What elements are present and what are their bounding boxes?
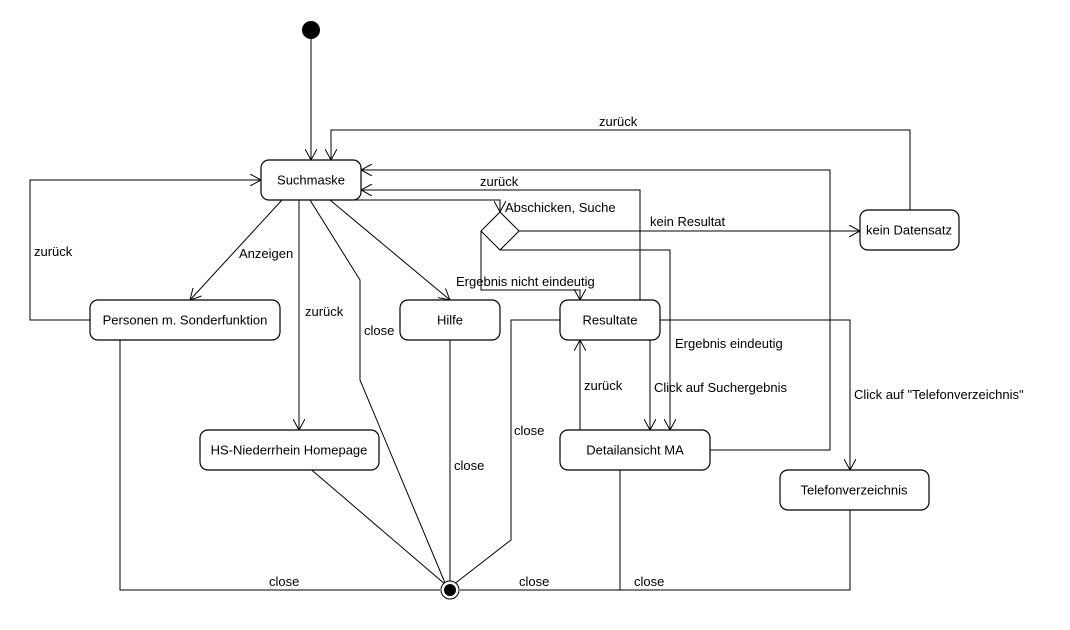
state-personen[interactable]: Personen m. Sonderfunktion [89, 299, 281, 341]
label-click-telefon: Click auf "Telefonverzeichnis" [854, 387, 1024, 402]
label-personen-close: close [269, 574, 299, 589]
edge-telefon-final [620, 510, 851, 591]
edge-suchmaske-final [309, 199, 449, 591]
edge-personen-final [119, 340, 440, 591]
label-resultate-close: close [514, 423, 544, 438]
edge-resultate-telefon [660, 319, 850, 470]
state-resultate[interactable]: Resultate [559, 299, 661, 341]
state-label: Suchmaske [277, 172, 345, 187]
label-click-suchergebnis: Click auf Suchergebnis [654, 380, 787, 395]
state-detailansicht[interactable]: Detailansicht MA [559, 429, 711, 471]
initial-node [302, 21, 320, 39]
label-abschicken-suche: Abschicken, Suche [505, 200, 616, 215]
state-label: Personen m. Sonderfunktion [103, 312, 268, 327]
label-telefon-close: close [634, 574, 664, 589]
state-suchmaske[interactable]: Suchmaske [260, 159, 362, 201]
label-keindatensatz-zurueck: zurück [599, 114, 638, 129]
decision-node [480, 211, 520, 251]
label-ergebnis-nicht-eindeutig: Ergebnis nicht eindeutig [456, 274, 595, 289]
edge-suchmaske-personen [190, 199, 283, 300]
state-hs-homepage[interactable]: HS-Niederrhein Homepage [199, 429, 380, 471]
label-anzeigen: Anzeigen [239, 246, 293, 261]
label-detail-close: close [519, 574, 549, 589]
edge-keindatensatz-suchmaske [331, 129, 911, 210]
state-telefonverzeichnis[interactable]: Telefonverzeichnis [779, 469, 930, 511]
label-personen-zurueck: zurück [34, 244, 73, 259]
state-label: Hilfe [437, 312, 463, 327]
state-label: kein Datensatz [866, 222, 952, 237]
edge-personen-suchmaske [29, 180, 261, 321]
edge-suchmaske-decision [340, 199, 500, 212]
state-kein-datensatz[interactable]: kein Datensatz [859, 209, 960, 251]
label-homepage-zurueck: zurück [305, 304, 344, 319]
edge-detail-final [460, 470, 621, 591]
state-label: Telefonverzeichnis [801, 482, 908, 497]
edge-decision-detail [500, 249, 670, 430]
edge-detail-suchmaske [361, 170, 831, 451]
label-ergebnis-eindeutig: Ergebnis eindeutig [675, 336, 783, 351]
edge-resultate-suchmaske [361, 190, 641, 300]
label-detail-zurueck: zurück [584, 378, 623, 393]
state-hilfe[interactable]: Hilfe [399, 299, 501, 341]
label-kein-resultat: kein Resultat [650, 214, 726, 229]
state-label: Detailansicht MA [586, 442, 684, 457]
edge-decision-resultate [480, 231, 580, 300]
state-label: Resultate [583, 312, 638, 327]
edge-suchmaske-hilfe [329, 199, 450, 300]
final-node [440, 580, 460, 600]
label-resultate-zurueck: zurück [480, 174, 519, 189]
label-suchmaske-close: close [364, 323, 394, 338]
state-label: HS-Niederrhein Homepage [211, 442, 368, 457]
edge-homepage-final [299, 459, 447, 586]
edge-resultate-final [452, 319, 560, 586]
label-hilfe-close: close [454, 458, 484, 473]
